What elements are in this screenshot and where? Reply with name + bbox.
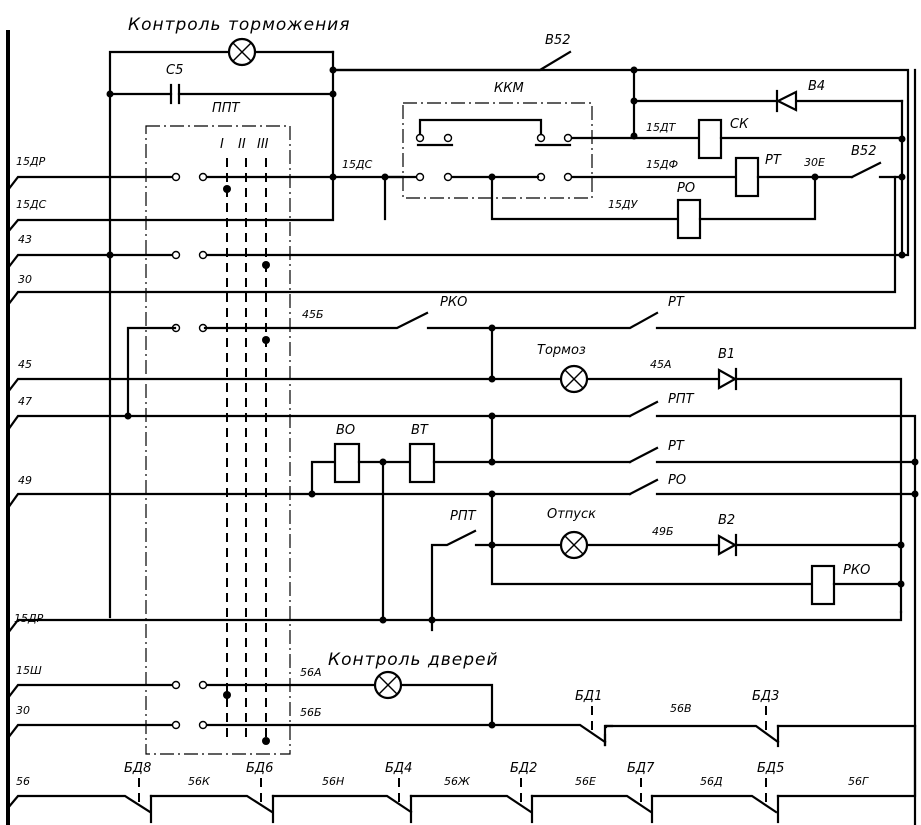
kkm-terminals — [415, 133, 573, 182]
component-label: В52 — [545, 33, 570, 48]
component-label: БД3 — [752, 689, 779, 704]
wire-label: 30 — [16, 704, 30, 717]
coil-vo — [333, 442, 361, 484]
lamp-door-control — [373, 670, 403, 700]
wire-label: 49 — [18, 474, 32, 487]
coil-sk — [697, 118, 723, 160]
wire-43 — [6, 68, 910, 270]
component-label: ППТ — [212, 101, 241, 116]
coil-ro — [676, 198, 702, 240]
component-label: БД4 — [385, 761, 412, 776]
lamp-brake-control — [227, 37, 257, 67]
door-switch-chain-upper — [591, 706, 917, 748]
wire-label: 56К — [188, 775, 211, 788]
wire-label: 15ДС — [342, 158, 373, 171]
wire-label: 56Д — [700, 775, 723, 788]
diode-b4 — [775, 90, 798, 112]
wire-label: 15Ш — [16, 664, 42, 677]
component-label: В52 — [851, 144, 876, 159]
wire-label: 15ДТ — [646, 121, 677, 134]
ppt-terminals — [171, 172, 208, 730]
component-label: РТ — [765, 153, 782, 168]
kkm-frame — [402, 102, 593, 199]
component-label: В4 — [808, 79, 825, 94]
wire-15DR-2 — [6, 610, 903, 635]
title-braking-control: Контроль торможения — [128, 15, 350, 35]
wire-label: 56В — [670, 702, 692, 715]
component-label: РКО — [440, 295, 467, 310]
wire-45 — [6, 377, 903, 614]
component-label: РО — [668, 473, 686, 488]
component-label: БД7 — [627, 761, 655, 776]
component-label: СК — [730, 117, 749, 132]
wire-label: 56Б — [300, 706, 322, 719]
wire-label: 30 — [18, 273, 32, 286]
component-label: С5 — [166, 63, 183, 78]
wire-label: 15ДФ — [646, 158, 678, 171]
title-door-control: Контроль дверей — [328, 650, 499, 670]
wire-label: 56Н — [322, 775, 344, 788]
coil-rko — [810, 564, 836, 606]
wire-label: 56 — [16, 775, 30, 788]
diode-b1 — [717, 368, 738, 390]
wire-15DS — [6, 50, 335, 234]
wire-label: 56Г — [848, 775, 869, 788]
lamp-brake — [559, 364, 589, 394]
wire-label: 45 — [18, 358, 32, 371]
wire-15DR — [6, 175, 405, 192]
coil-vt — [408, 442, 436, 484]
component-label: III — [257, 137, 269, 152]
component-label: ВТ — [411, 423, 429, 438]
component-label: ККМ — [494, 81, 524, 96]
wire-label: 30Е — [804, 156, 825, 169]
component-label: РКО — [843, 563, 870, 578]
component-label: II — [238, 137, 246, 152]
component-label: В1 — [718, 347, 735, 362]
wire-label: 49Б — [652, 525, 674, 538]
door-switch-chain-lower — [6, 724, 917, 824]
component-label: Отпуск — [547, 507, 596, 522]
component-label: В2 — [718, 513, 735, 528]
wire-30-2 — [6, 723, 607, 747]
component-label: I — [220, 137, 224, 152]
lamp-release — [559, 530, 589, 560]
component-label: БД5 — [757, 761, 784, 776]
component-label: БД6 — [246, 761, 273, 776]
wire-label: 56Ж — [444, 775, 471, 788]
component-label: БД2 — [510, 761, 537, 776]
ppt-switch-frame — [145, 125, 291, 755]
wire-label: 47 — [18, 395, 32, 408]
capacitor-c5 — [108, 83, 335, 105]
wire-30 — [6, 175, 897, 307]
diode-b2 — [717, 534, 738, 556]
wire-15Sh — [6, 683, 494, 726]
component-label: БД1 — [575, 689, 602, 704]
wire-label: 15ДС — [16, 198, 47, 211]
component-label: РТ — [668, 439, 685, 454]
wire-label: 15ДР — [16, 155, 46, 168]
wire-label: 45Б — [302, 308, 324, 321]
wire-label: 15ДР — [14, 612, 44, 625]
component-label: Тормоз — [537, 343, 586, 358]
component-label: РО — [677, 181, 695, 196]
component-label: РПТ — [450, 509, 477, 524]
component-label: РПТ — [668, 392, 695, 407]
wire-label: 56Е — [575, 775, 596, 788]
component-label: БД8 — [124, 761, 151, 776]
wire-label: 15ДУ — [608, 198, 639, 211]
wire-49 — [6, 492, 917, 510]
wire-47 — [6, 414, 917, 825]
component-label: ВО — [336, 423, 355, 438]
wire-label: 45А — [650, 358, 672, 371]
wire-label: 56А — [300, 666, 322, 679]
coil-rt — [734, 156, 760, 198]
wire-label: 43 — [18, 233, 32, 246]
brake-control-frame — [108, 50, 230, 619]
component-label: РТ — [668, 295, 685, 310]
